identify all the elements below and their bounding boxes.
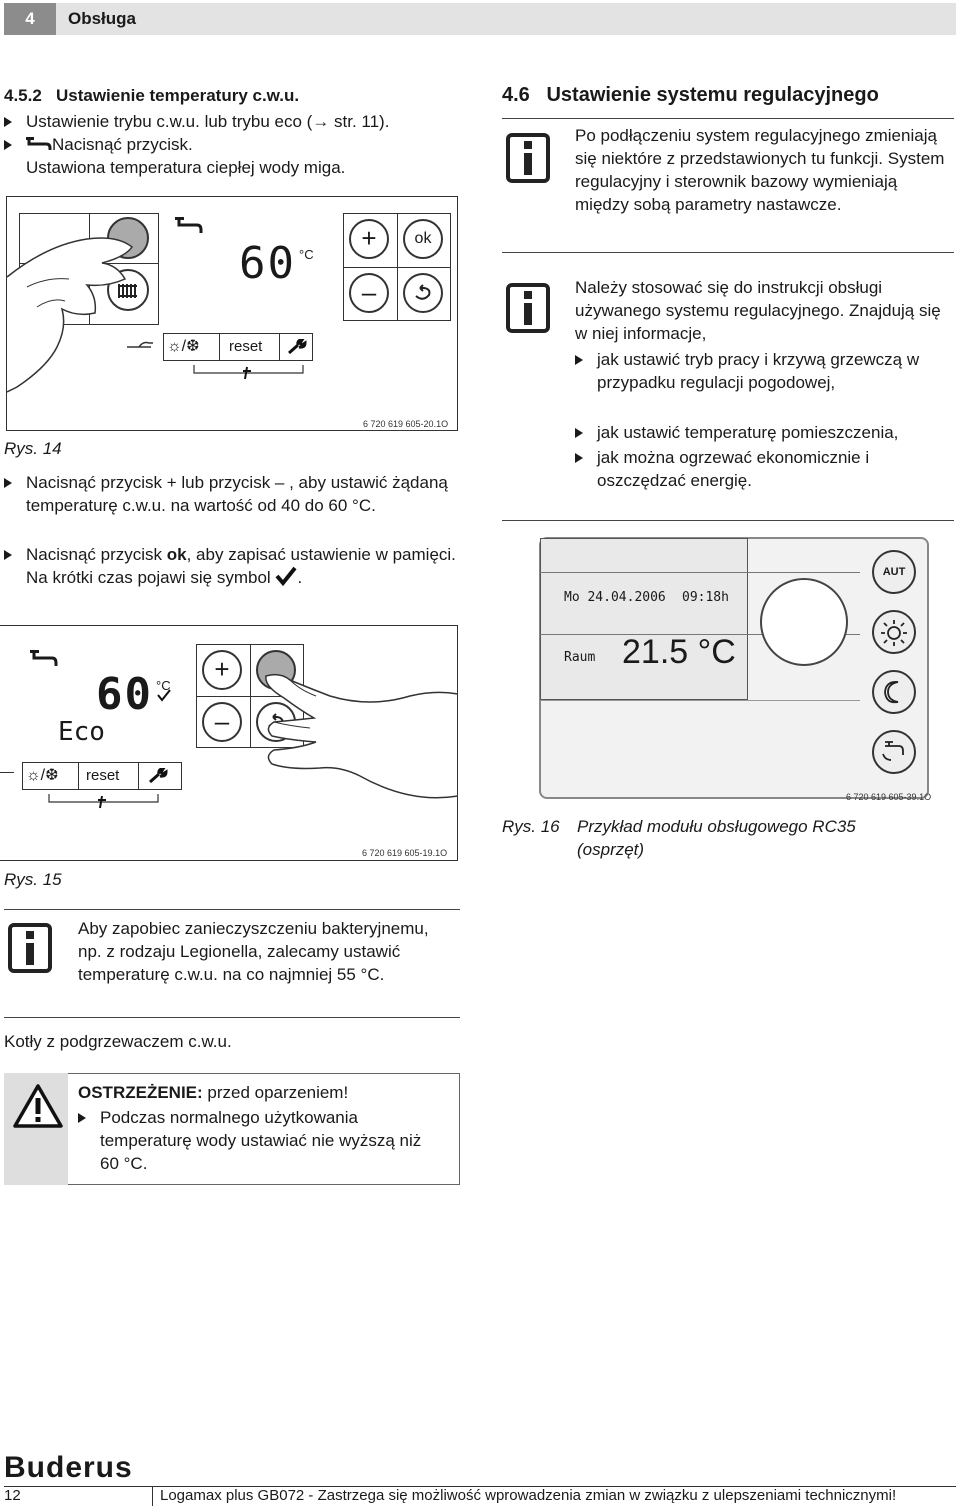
figure-code: 6 720 619 605-19.1O [362, 848, 448, 858]
page-number: 12 [4, 1487, 21, 1504]
rotary-knob[interactable] [760, 578, 848, 666]
hot-water-tap-icon [175, 217, 203, 233]
display-room-label: Raum [564, 650, 596, 665]
info1-top-rule [502, 118, 954, 119]
hand-illustration [7, 237, 134, 393]
figure-code: 6 720 619 605-20.1O [363, 419, 449, 429]
info-top-rule [4, 909, 460, 910]
function-button-strip [163, 333, 313, 361]
bullet-icon [4, 140, 12, 150]
chimney-sweep-bracket [48, 794, 159, 809]
checkmark-icon [157, 689, 171, 702]
lcd-temperature: 60 [96, 669, 153, 720]
bullet-icon [78, 1113, 86, 1123]
info-regulation-text: Po podłączeniu system regulacyjnego zmie… [575, 126, 945, 214]
footer-rule [4, 1486, 956, 1487]
info-legionella-text: Aby zapobiec zanieczyszczeniu bakteryjne… [78, 919, 429, 984]
plus-button[interactable]: + [202, 650, 242, 690]
info-list-item: jak ustawić temperaturę pomieszczenia, [575, 421, 945, 444]
step-set-mode: Ustawienie trybu c.w.u. lub trybu eco (→… [4, 110, 474, 133]
section-title-46: 4.6 Ustawienie systemu regulacyjnego [502, 84, 879, 106]
footer-divider [152, 1486, 153, 1506]
night-mode-button[interactable] [872, 670, 916, 714]
radiator-icon [118, 284, 137, 298]
buderus-logo: Buderus [4, 1451, 133, 1484]
info-icon [506, 133, 550, 183]
season-button[interactable]: ☼/❆ [26, 767, 59, 784]
info-icon [8, 923, 52, 973]
checkmark-icon [275, 566, 297, 587]
reset-button[interactable]: reset [86, 767, 120, 784]
minus-button[interactable]: – [202, 702, 242, 742]
info-icon [506, 283, 550, 333]
lcd-temperature: 60 [239, 238, 296, 289]
info-list-item: jak ustawić tryb pracy i krzywą grzewczą… [575, 348, 935, 394]
bullet-icon [575, 355, 583, 365]
reset-button[interactable]: reset [229, 338, 263, 355]
warning-triangle-icon [13, 1084, 63, 1128]
display-time: 09:18h [682, 590, 729, 605]
footer-disclaimer: Logamax plus GB072 - Zastrzega się możli… [160, 1487, 897, 1504]
figure-16: Mo 24.04.2006 09:18h Raum 21.5 °C AUT 6 … [502, 522, 956, 805]
lcd-mode: Eco [58, 717, 105, 747]
boilers-heading: Kotły z podgrzewaczem c.w.u. [4, 1032, 232, 1051]
bullet-icon [4, 117, 12, 127]
auto-mode-button[interactable]: AUT [872, 550, 916, 594]
lcd-unit: °C [156, 678, 171, 693]
hand-illustration [265, 673, 457, 799]
bullet-icon [4, 478, 12, 488]
figure-code: 6 720 619 605-39.1O [846, 792, 932, 802]
pointing-hand-icon [127, 341, 153, 348]
info1-bottom-rule [502, 252, 954, 253]
plus-button[interactable]: + [349, 219, 389, 259]
figure-14-caption: Rys. 14 [4, 439, 62, 458]
function-button-strip [22, 762, 182, 790]
wrench-icon[interactable] [148, 768, 168, 784]
step-press-button: Nacisnąć przycisk. Ustawiona temperatura… [4, 133, 474, 179]
bullet-icon [575, 428, 583, 438]
step-press-ok: Nacisnąć przycisk ok, aby zapisać ustawi… [4, 543, 474, 589]
info2-bottom-rule [502, 520, 954, 521]
warning-item: Podczas normalnego użytkowania temperatu… [78, 1106, 438, 1175]
bullet-icon [575, 453, 583, 463]
figure-15-caption: Rys. 15 [4, 870, 62, 889]
back-button[interactable] [403, 273, 443, 313]
page-header-bar [4, 3, 956, 35]
rc35-display [540, 538, 748, 700]
season-button[interactable]: ☼/❆ [167, 338, 200, 355]
chimney-sweep-bracket [193, 365, 304, 380]
hot-water-tap-icon [26, 137, 52, 150]
minus-button[interactable]: – [349, 273, 389, 313]
wrench-icon[interactable] [287, 339, 307, 355]
figure-16-caption-text: Przykład modułu obsługowego RC35 (osprzę… [577, 817, 856, 859]
figure-15: 60 °C Eco + – ☼/❆ reset 6 720 619 605-19… [0, 625, 458, 861]
lcd-unit: °C [299, 247, 314, 262]
display-date: Mo 24.04.2006 [564, 590, 666, 605]
warning-title: OSTRZEŻENIE: przed oparzeniem! [78, 1083, 349, 1102]
step-press-plus-minus: Nacisnąć przycisk + lub przycisk – , aby… [4, 471, 474, 517]
info-list-item: jak można ogrzewać ekonomicznie i oszczę… [575, 446, 935, 492]
day-mode-button[interactable] [872, 610, 916, 654]
info-bottom-rule [4, 1017, 460, 1018]
display-room-temperature: 21.5 °C [622, 633, 736, 671]
moon-icon [884, 681, 899, 704]
figure-14: 60 °C + ok – ☼/❆ reset 6 720 619 605-20.… [6, 196, 458, 431]
chapter-number: 4 [4, 3, 56, 35]
hot-water-button[interactable] [872, 730, 916, 774]
info-instructions-intro: Należy stosować się do instrukcji obsług… [575, 278, 941, 343]
chapter-title: Obsługa [68, 9, 137, 28]
bullet-icon [4, 550, 12, 560]
return-arrow-icon [415, 284, 431, 300]
hot-water-tap-icon [30, 650, 58, 666]
ok-button[interactable]: ok [403, 219, 443, 259]
sun-icon [881, 620, 907, 646]
section-title-452: 4.5.2 Ustawienie temperatury c.w.u. [4, 86, 300, 105]
figure-16-caption-number: Rys. 16 [502, 817, 560, 836]
hot-water-tap-icon [882, 741, 904, 761]
